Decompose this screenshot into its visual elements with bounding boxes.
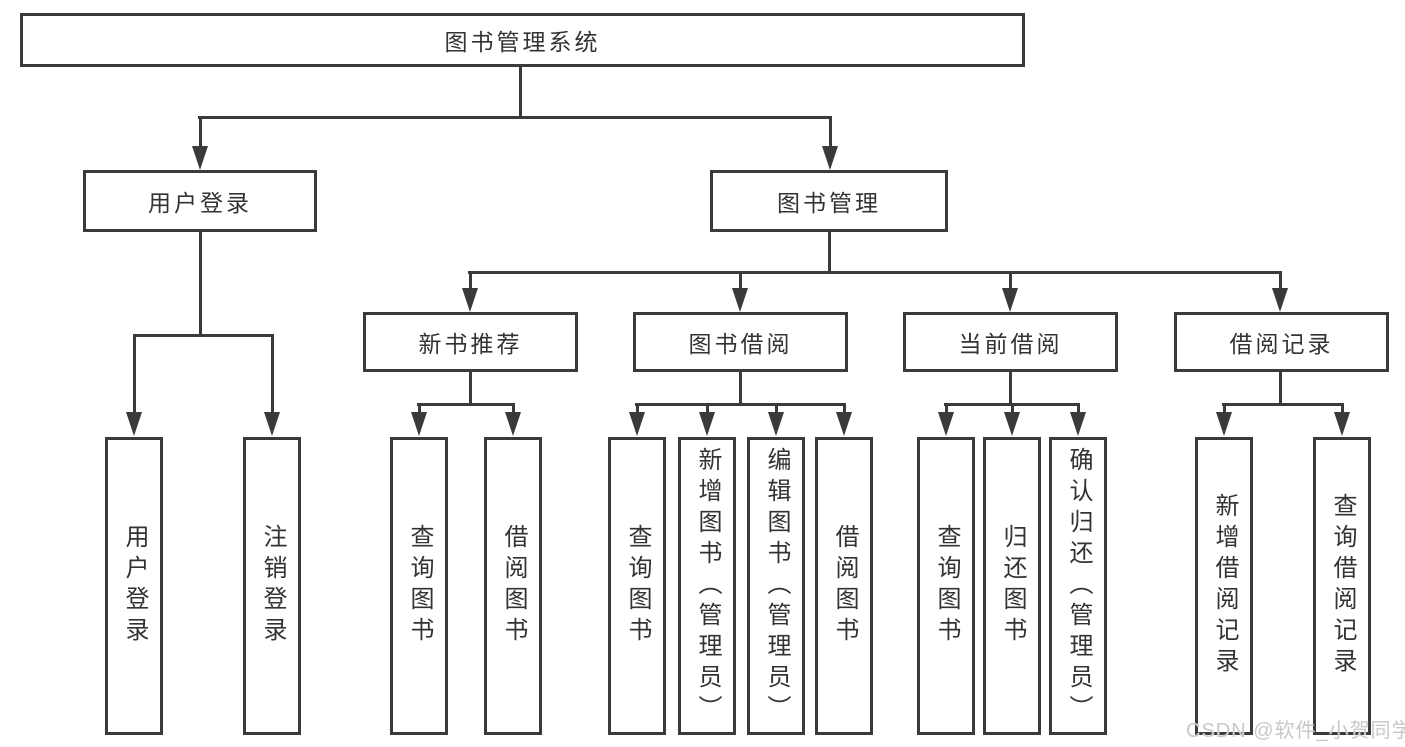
- arrow-down-icon: [504, 412, 521, 436]
- leaf-query-books-recommend: 查询图书: [390, 437, 448, 735]
- connector-stem: [1010, 403, 1014, 415]
- connector-vertical: [738, 372, 742, 405]
- node-book-borrowing: 图书借阅: [633, 312, 848, 372]
- connector-stem: [1008, 271, 1012, 291]
- arrow-down-icon: [628, 412, 645, 436]
- node-new-book-recommend: 新书推荐: [363, 312, 578, 372]
- connector-horizontal: [1222, 403, 1343, 406]
- node-book-management: 图书管理: [710, 170, 948, 232]
- arrow-down-icon: [191, 146, 208, 170]
- connector-stem: [738, 271, 742, 291]
- connector-stem: [842, 403, 846, 415]
- leaf-query-borrow-record: 查询借阅记录: [1313, 437, 1371, 735]
- connector-stem: [828, 116, 832, 148]
- connector-stem: [944, 403, 948, 415]
- node-current-borrowing: 当前借阅: [903, 312, 1118, 372]
- arrow-down-icon: [698, 412, 715, 436]
- leaf-edit-book-admin: 编辑图书（管理员）: [747, 437, 805, 735]
- arrow-down-icon: [461, 288, 478, 312]
- arrow-down-icon: [1271, 288, 1288, 312]
- node-root-system: 图书管理系统: [20, 13, 1025, 67]
- arrow-down-icon: [1003, 412, 1020, 436]
- connector-stem: [198, 116, 202, 148]
- arrow-down-icon: [767, 412, 784, 436]
- leaf-borrow-books-borrowing: 借阅图书: [815, 437, 873, 735]
- leaf-return-book: 归还图书: [983, 437, 1041, 735]
- connector-stem: [468, 271, 472, 291]
- node-borrowing-records: 借阅记录: [1174, 312, 1389, 372]
- connector-vertical: [468, 372, 472, 405]
- arrow-down-icon: [731, 288, 748, 312]
- connector-horizontal: [417, 403, 515, 406]
- arrow-down-icon: [125, 412, 142, 436]
- node-user-login: 用户登录: [83, 170, 317, 232]
- connector-stem: [1076, 403, 1080, 415]
- arrow-down-icon: [1069, 412, 1086, 436]
- connector-stem: [132, 334, 136, 416]
- connector-vertical: [1278, 372, 1282, 405]
- connector-vertical: [827, 232, 831, 273]
- leaf-logout: 注销登录: [243, 437, 301, 735]
- arrow-down-icon: [263, 412, 280, 436]
- leaf-add-book-admin: 新增图书（管理员）: [678, 437, 736, 735]
- leaf-query-books-current: 查询图书: [917, 437, 975, 735]
- arrow-down-icon: [937, 412, 954, 436]
- connector-stem: [705, 403, 709, 415]
- leaf-user-login: 用户登录: [105, 437, 163, 735]
- arrow-down-icon: [821, 146, 838, 170]
- connector-stem: [511, 403, 515, 415]
- connector-vertical: [1008, 372, 1012, 405]
- connector-horizontal: [468, 271, 1281, 274]
- connector-vertical: [198, 232, 202, 336]
- connector-stem: [774, 403, 778, 415]
- connector-stem: [270, 334, 274, 416]
- connector-stem: [1278, 271, 1282, 291]
- arrow-down-icon: [410, 412, 427, 436]
- connector-stem: [417, 403, 421, 415]
- arrow-down-icon: [1215, 412, 1232, 436]
- connector-stem: [1340, 403, 1344, 415]
- connector-horizontal: [132, 334, 274, 337]
- arrow-down-icon: [1001, 288, 1018, 312]
- leaf-add-borrow-record: 新增借阅记录: [1195, 437, 1253, 735]
- connector-horizontal: [635, 403, 845, 406]
- connector-root-horizontal: [198, 116, 831, 119]
- connector-stem: [1222, 403, 1226, 415]
- leaf-borrow-books-recommend: 借阅图书: [484, 437, 542, 735]
- leaf-query-books-borrowing: 查询图书: [608, 437, 666, 735]
- connector-stem: [635, 403, 639, 415]
- arrow-down-icon: [835, 412, 852, 436]
- csdn-watermark: CSDN @软件_小贺同学: [1186, 720, 1405, 742]
- connector-root-vertical: [518, 67, 522, 119]
- arrow-down-icon: [1333, 412, 1350, 436]
- leaf-confirm-return-admin: 确认归还（管理员）: [1049, 437, 1107, 735]
